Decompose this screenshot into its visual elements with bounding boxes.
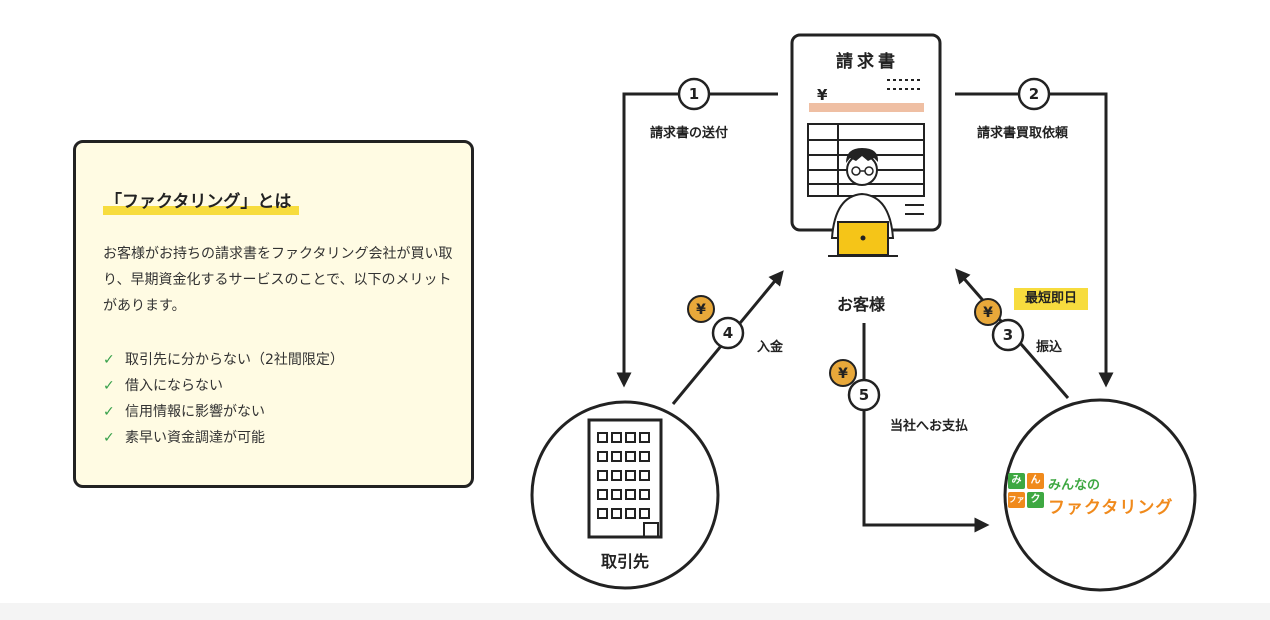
logo-top-text: みんなの	[1048, 478, 1101, 493]
step-1-label: 請求書の送付	[650, 126, 729, 141]
yen-coin-icon: ¥	[696, 302, 706, 318]
step-number: 5	[859, 386, 869, 404]
yen-icon: ¥	[817, 86, 828, 104]
step-2-label: 請求書買取依頼	[977, 126, 1069, 141]
partner-label: 取引先	[600, 552, 649, 571]
yen-coin-icon: ¥	[838, 366, 848, 382]
step-number: 1	[689, 85, 699, 103]
invoice-title: 請求書	[836, 52, 899, 72]
card-title: 「ファクタリング」とは	[105, 192, 292, 212]
logo-square: ファ	[1008, 492, 1025, 508]
step-number: 4	[723, 324, 733, 342]
factoring-company-circle	[1003, 398, 1197, 592]
yen-coin-icon: ¥	[983, 305, 993, 321]
merit-item: ✓ 信用情報に影響がない	[103, 399, 344, 425]
customer-label: お客様	[836, 295, 885, 314]
merit-text: 信用情報に影響がない	[125, 404, 265, 420]
check-icon: ✓	[103, 430, 115, 446]
title-highlight	[103, 206, 300, 215]
logo-square: み	[1008, 473, 1025, 489]
merit-item: ✓ 取引先に分からない（2社間限定）	[103, 347, 344, 373]
step-3-label: 振込	[1036, 340, 1063, 355]
merit-text: 取引先に分からない（2社間限定）	[125, 352, 344, 368]
card-title-wrap: 「ファクタリング」とは	[103, 187, 300, 215]
merit-item: ✓ 借入にならない	[103, 373, 344, 399]
invoice-document-icon	[790, 33, 942, 232]
bottom-band	[0, 603, 1270, 620]
merit-list: ✓ 取引先に分からない（2社間限定） ✓ 借入にならない ✓ 信用情報に影響がない ✓…	[103, 347, 344, 451]
merit-text: 借入にならない	[125, 378, 223, 394]
factoring-info-card: 「ファクタリング」とは お客様がお持ちの請求書をファクタリング会社が買い取り、早…	[73, 140, 474, 488]
minnano-factoring-logo: み ん ファ ク みんなの ファクタリング	[1008, 473, 1198, 523]
logo-square: ん	[1027, 473, 1044, 489]
logo-square: ク	[1027, 492, 1044, 508]
check-icon: ✓	[103, 404, 115, 420]
step-4-label: 入金	[757, 340, 784, 355]
office-building-icon	[587, 418, 663, 539]
step-number: 2	[1029, 85, 1039, 103]
card-description: お客様がお持ちの請求書をファクタリング会社が買い取り、早期資金化するサービスのこ…	[103, 246, 453, 314]
check-icon: ✓	[103, 352, 115, 368]
merit-text: 素早い資金調達が可能	[125, 430, 265, 446]
same-day-badge: 最短即日	[1014, 288, 1088, 310]
step-number: 3	[1003, 326, 1013, 344]
customer-person-icon	[828, 148, 898, 257]
merit-item: ✓ 素早い資金調達が可能	[103, 425, 344, 451]
step-5-label: 当社へお支払	[890, 419, 969, 434]
check-icon: ✓	[103, 378, 115, 394]
logo-main-text: ファクタリング	[1048, 498, 1174, 518]
